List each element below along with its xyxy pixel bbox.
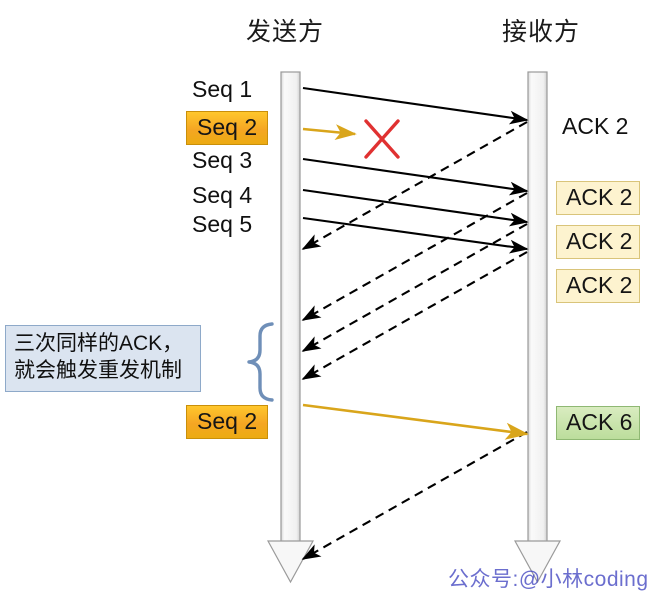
sender-label-seq2-retransmit: Seq 2 <box>186 405 268 439</box>
receiver-label-ack2-second: ACK 2 <box>556 181 640 215</box>
ack-arrows <box>301 121 528 560</box>
fast-retransmit-callout: 三次同样的ACK， 就会触发重发机制 <box>5 325 201 392</box>
lost-segment-group <box>302 119 400 159</box>
callout-line-2: 就会触发重发机制 <box>14 358 182 382</box>
arrow-ack6 <box>301 431 528 560</box>
sender-label-seq2-lost: Seq 2 <box>186 111 268 145</box>
sender-timeline <box>266 71 315 584</box>
receiver-title: 接收方 <box>502 18 581 46</box>
sender-title: 发送方 <box>246 18 325 46</box>
arrow-seq4 <box>302 188 529 227</box>
receiver-label-ack2-third: ACK 2 <box>556 225 640 259</box>
sender-label-seq5: Seq 5 <box>192 211 253 237</box>
arrow-ack2-fourth <box>301 251 528 380</box>
arrow-seq5 <box>302 216 529 254</box>
arrow-ack2-second <box>301 192 528 321</box>
callout-line-1: 三次同样的ACK， <box>14 332 184 355</box>
arrow-seq2-lost <box>302 124 357 140</box>
arrow-seq2-retransmit <box>302 403 529 440</box>
arrow-ack2-third <box>301 223 528 352</box>
duplicate-ack-brace <box>247 322 274 402</box>
receiver-timeline <box>513 71 562 584</box>
arrow-ack2-first <box>301 121 528 250</box>
receiver-label-ack2-fourth: ACK 2 <box>556 269 640 303</box>
sender-label-seq3: Seq 3 <box>192 147 253 173</box>
data-arrows <box>302 86 529 254</box>
sender-label-seq4: Seq 4 <box>192 182 253 208</box>
receiver-label-ack6: ACK 6 <box>556 406 640 440</box>
watermark: 公众号:@小林coding <box>448 568 647 591</box>
packet-loss-cross <box>364 119 400 159</box>
sender-label-seq1: Seq 1 <box>192 76 253 102</box>
arrow-seq1 <box>302 86 529 125</box>
arrow-seq3 <box>302 157 529 196</box>
receiver-label-ack2-first: ACK 2 <box>562 113 629 139</box>
